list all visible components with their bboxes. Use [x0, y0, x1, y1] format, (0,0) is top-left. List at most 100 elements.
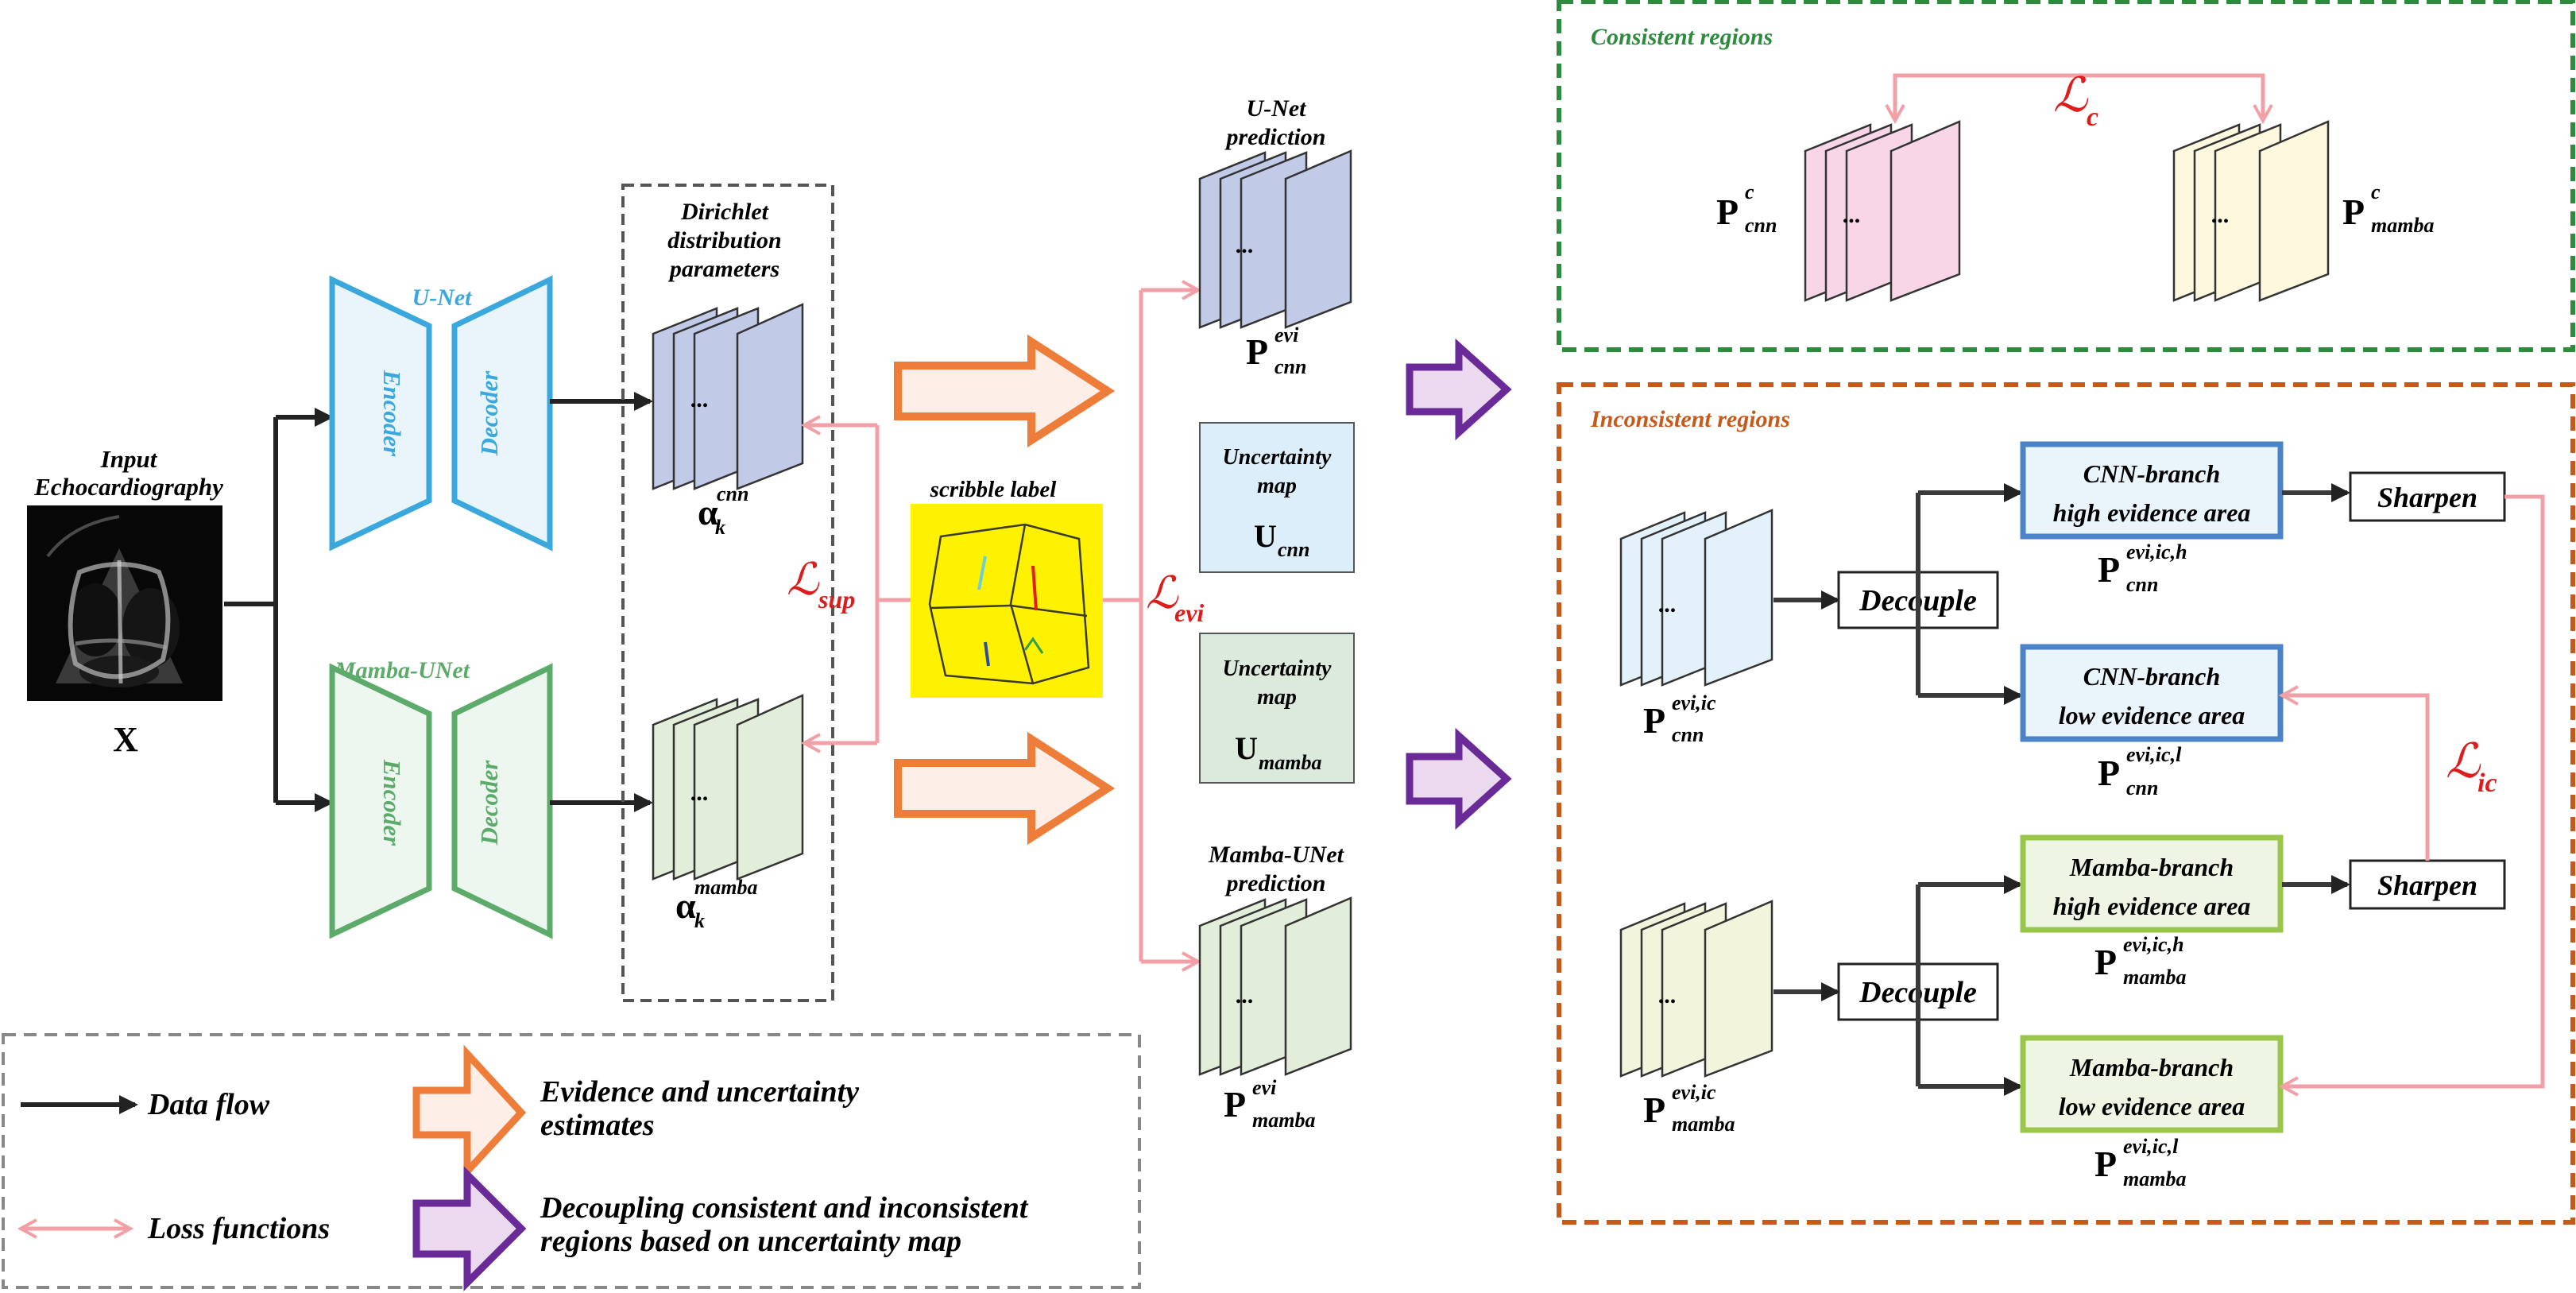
svg-text:estimates: estimates	[540, 1109, 655, 1142]
cnn-low-evidence-box: CNN-branch low evidence area	[2020, 644, 2284, 742]
scribble-label-block: scribble label	[911, 477, 1103, 698]
svg-text:ℒ: ℒ	[2446, 735, 2481, 788]
svg-text:cnn: cnn	[1745, 214, 1777, 237]
inconsistent-title: Inconsistent regions	[1590, 406, 1790, 432]
input-section: Input Echocardiography X	[27, 445, 223, 759]
svg-text:cnn: cnn	[2126, 573, 2158, 596]
mamba-decoder-label: Decoder	[475, 760, 503, 846]
input-title: Input	[100, 445, 158, 473]
legend-data-flow: Data flow	[21, 1088, 270, 1121]
svg-text:P: P	[1246, 331, 1268, 372]
dirichlet-title-3: parameters	[667, 256, 779, 282]
consistent-title: Consistent regions	[1591, 24, 1773, 50]
decoupling-arrow-bottom	[1406, 727, 1512, 830]
svg-text:U: U	[1235, 730, 1258, 766]
svg-text:ℒ: ℒ	[2053, 69, 2089, 122]
p-c-cnn-stack	[1804, 120, 1961, 302]
svg-text:Sharpen: Sharpen	[2377, 482, 2477, 513]
svg-text:Mamba-branch: Mamba-branch	[2069, 853, 2234, 881]
svg-text:...: ...	[1658, 591, 1677, 617]
svg-text:cnn: cnn	[2126, 776, 2158, 799]
alpha-cnn-dots: ...	[690, 386, 709, 412]
dirichlet-box: Dirichlet distribution parameters ... α …	[621, 184, 834, 1002]
p-mamba-l-label: P evi,ic,l mamba	[2094, 1135, 2186, 1190]
legend-decoupling-arrow: Decoupling consistent and inconsistent r…	[412, 1166, 1029, 1291]
mamba-high-evidence-box: Mamba-branch high evidence area	[2020, 834, 2284, 933]
unet-block: U-Net Encoder Decoder	[329, 275, 553, 552]
svg-text:c: c	[1745, 180, 1754, 203]
unet-prediction-title-2: prediction	[1224, 124, 1326, 150]
mamba-encoder	[329, 663, 432, 939]
evidence-arrow-top	[894, 334, 1116, 448]
svg-text:...: ...	[1236, 232, 1254, 258]
svg-text:c: c	[2087, 103, 2098, 132]
svg-text:Uncertainty: Uncertainty	[1223, 445, 1332, 470]
echocardiography-image	[27, 505, 222, 701]
unet-prediction-title: U-Net	[1247, 95, 1308, 122]
svg-text:P: P	[1716, 192, 1739, 232]
p-c-mamba-label: P c mamba	[2342, 180, 2434, 237]
unet-name: U-Net	[412, 285, 474, 311]
svg-text:P: P	[1643, 700, 1665, 741]
p-evi-cnn-label: P evi cnn	[1246, 323, 1306, 378]
svg-text:Data flow: Data flow	[147, 1088, 270, 1121]
svg-text:CNN-branch: CNN-branch	[2083, 459, 2220, 488]
mamba-prediction-title: Mamba-UNet	[1208, 842, 1345, 868]
svg-text:ic: ic	[2477, 768, 2497, 798]
svg-text:regions based on uncertainty m: regions based on uncertainty map	[540, 1225, 961, 1258]
svg-text:...: ...	[1658, 982, 1677, 1008]
svg-text:P: P	[2094, 1144, 2117, 1184]
svg-text:cnn: cnn	[1672, 723, 1704, 746]
svg-text:...: ...	[1843, 202, 1861, 228]
svg-text:high evidence area: high evidence area	[2053, 498, 2251, 527]
svg-text:evi,ic,l: evi,ic,l	[2123, 1135, 2179, 1158]
alpha-mamba-stack	[652, 694, 804, 881]
svg-text:P: P	[1224, 1084, 1246, 1125]
l-c-label: ℒ c	[2053, 69, 2098, 132]
p-ic-cnn-stack	[1619, 509, 1773, 687]
l-ic-label: ℒ ic	[2446, 735, 2497, 798]
mamba-unet-block: Mamba-UNet Encoder Decoder	[329, 657, 553, 939]
svg-text:high evidence area: high evidence area	[2053, 892, 2251, 920]
svg-text:P: P	[2094, 942, 2117, 982]
svg-text:cnn: cnn	[717, 482, 748, 505]
input-symbol: X	[113, 720, 138, 759]
unet-decoder	[451, 275, 553, 552]
evidence-arrow-bottom	[894, 731, 1116, 846]
dirichlet-title: Dirichlet	[680, 199, 770, 225]
p-ic-mamba-label: P evi,ic mamba	[1643, 1081, 1735, 1136]
decoupling-arrow-top	[1406, 338, 1512, 441]
svg-text:Decoupling consistent and inco: Decoupling consistent and inconsistent	[540, 1191, 1029, 1225]
sharpen-cnn: Sharpen	[2349, 471, 2506, 522]
svg-text:low evidence area: low evidence area	[2059, 1092, 2245, 1121]
svg-text:Evidence and uncertainty: Evidence and uncertainty	[540, 1075, 859, 1109]
svg-text:α: α	[698, 492, 718, 532]
svg-text:...: ...	[2211, 202, 2230, 228]
uncertainty-map-cnn: Uncertainty map U cnn	[1199, 422, 1355, 573]
svg-text:mamba: mamba	[1252, 1109, 1315, 1132]
svg-text:evi: evi	[1274, 323, 1299, 346]
alpha-mamba-dots: ...	[690, 780, 709, 806]
legend-loss-functions: Loss functions	[21, 1212, 330, 1245]
dirichlet-title-2: distribution	[667, 227, 781, 254]
unet-prediction: U-Net prediction ... P evi cnn	[1198, 95, 1352, 378]
svg-text:mamba: mamba	[1672, 1113, 1735, 1136]
inconsistent-regions-panel: Inconsistent regions ... P evi,ic cnn ..…	[1557, 382, 2575, 1225]
svg-text:CNN-branch: CNN-branch	[2083, 662, 2220, 691]
p-c-mamba-stack	[2172, 120, 2330, 302]
mamba-decoder	[451, 663, 553, 939]
svg-text:P: P	[2342, 192, 2365, 232]
svg-text:α: α	[675, 885, 696, 926]
svg-text:k: k	[715, 516, 725, 539]
svg-text:Mamba-branch: Mamba-branch	[2069, 1053, 2234, 1082]
svg-text:U: U	[1254, 518, 1277, 554]
mamba-prediction-title-2: prediction	[1224, 870, 1326, 896]
svg-text:...: ...	[1236, 982, 1254, 1008]
evi-loss-connector	[1103, 290, 1198, 962]
svg-text:Sharpen: Sharpen	[2377, 869, 2477, 901]
svg-text:cnn: cnn	[1278, 538, 1309, 561]
sharpen-mamba: Sharpen	[2349, 859, 2506, 910]
decoder-output-arrows	[550, 392, 653, 812]
svg-text:Uncertainty: Uncertainty	[1223, 656, 1332, 681]
